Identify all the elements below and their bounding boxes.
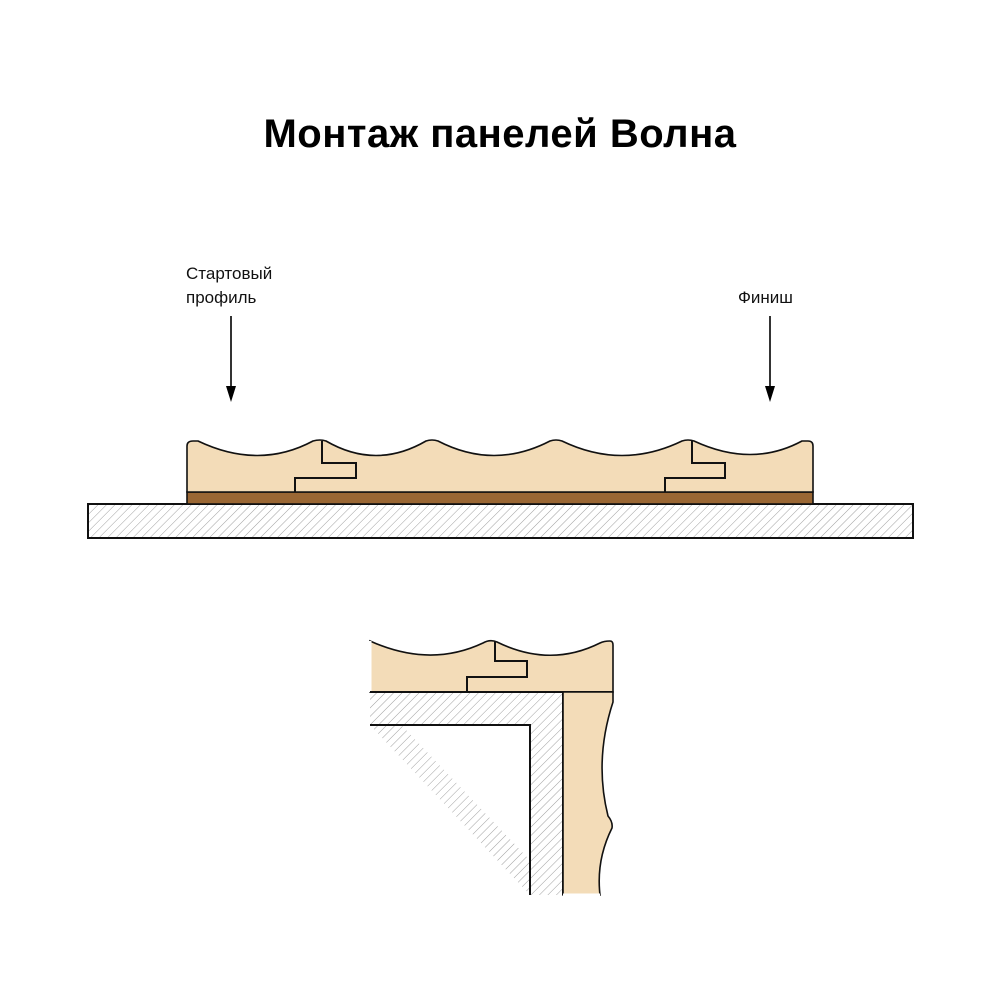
start-profile-label-line2: профиль: [186, 288, 257, 307]
wave-panel: [186, 439, 814, 493]
corner-section-view: [368, 639, 614, 897]
wall-slab: [87, 503, 914, 539]
corner-side-panel: [562, 691, 614, 896]
mounting-strip: [186, 491, 814, 505]
start-arrow-icon: [226, 316, 236, 402]
panel-joint-left: [294, 441, 357, 492]
page-title: Монтаж панелей Волна: [263, 112, 737, 156]
corner-top-panel: [369, 639, 614, 693]
finish-arrow-icon: [765, 316, 775, 402]
start-profile-label-line1: Стартовый: [186, 264, 273, 283]
front-section-view: [87, 439, 914, 539]
start-profile-label: Стартовый профиль: [186, 262, 272, 310]
panel-joint-right: [664, 441, 726, 492]
finish-label: Финиш: [738, 288, 793, 307]
corner-top-joint: [466, 641, 528, 692]
